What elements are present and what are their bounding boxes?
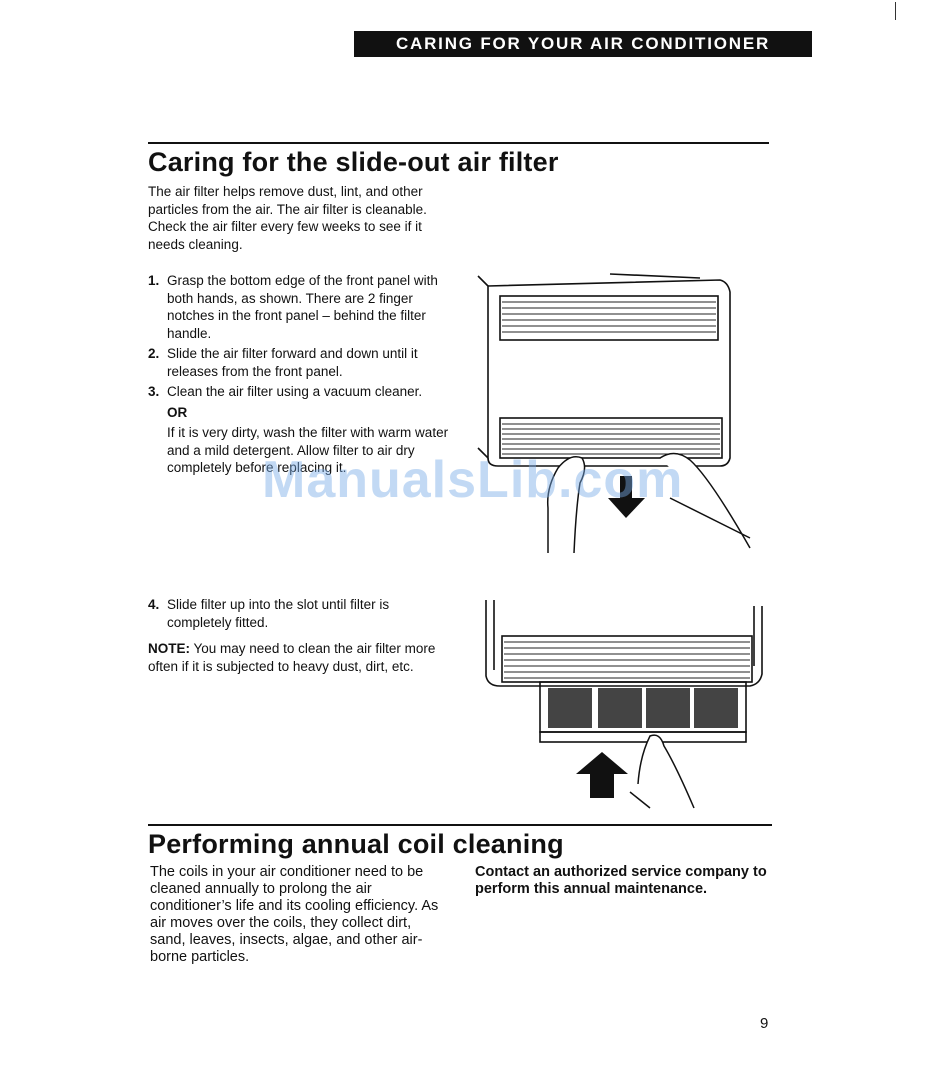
- down-arrow-icon: [608, 498, 645, 518]
- step-or-label: OR: [167, 404, 188, 420]
- filter-handle: [539, 731, 747, 743]
- coil-section-heading: Performing annual coil cleaning: [148, 829, 564, 859]
- step-number: 4.: [148, 597, 160, 612]
- section-rule-top: [148, 142, 769, 144]
- step-alt-text: If it is very dirty, wash the filter wit…: [167, 425, 449, 475]
- coil-body: The coils in your air conditioner need t…: [150, 864, 439, 965]
- step-2: 2. Slide the air filter forward and down…: [148, 345, 458, 380]
- filter-removal-illustration: [477, 273, 751, 554]
- filter-steps-list: 1. Grasp the bottom edge of the front pa…: [148, 272, 458, 480]
- note-text: You may need to clean the air filter mor…: [148, 641, 436, 674]
- watermark: ManualsLib.com: [262, 451, 684, 509]
- step-text: Slide the air filter forward and down un…: [167, 346, 418, 379]
- filter-mesh: [548, 688, 738, 728]
- filter-intro: The air filter helps remove dust, lint, …: [148, 184, 427, 252]
- section-rule-coil: [148, 824, 772, 826]
- filter-note: NOTE: You may need to clean the air filt…: [148, 640, 438, 675]
- top-louver: [499, 295, 719, 341]
- filter-insert-illustration: [485, 600, 763, 809]
- hand: [629, 734, 695, 809]
- step-number: 3.: [148, 384, 160, 399]
- step-number: 2.: [148, 346, 160, 361]
- filter-section-heading: Caring for the slide-out air filter: [148, 147, 559, 177]
- section-header-bar: CARING FOR YOUR AIR CONDITIONER: [354, 31, 812, 57]
- upper-grille: [501, 635, 753, 683]
- left-hand: [546, 456, 586, 554]
- section-header-title: CARING FOR YOUR AIR CONDITIONER: [395, 34, 771, 53]
- step-4: 4. Slide filter up into the slot until f…: [148, 596, 457, 631]
- step-3: 3. Clean the air filter using a vacuum c…: [148, 383, 458, 477]
- up-arrow-icon: [576, 752, 628, 798]
- filter-panel: [499, 417, 723, 459]
- margin-tick: [895, 2, 896, 20]
- step-number: 1.: [148, 273, 160, 288]
- note-label: NOTE:: [148, 641, 190, 656]
- unit-side-edge: [477, 275, 489, 460]
- step-text: Grasp the bottom edge of the front panel…: [167, 273, 438, 341]
- step-text: Slide filter up into the slot until filt…: [167, 597, 390, 630]
- right-hand: [659, 452, 751, 549]
- step-1: 1. Grasp the bottom edge of the front pa…: [148, 272, 458, 342]
- step-text: Clean the air filter using a vacuum clea…: [167, 384, 423, 399]
- page-number: 9: [760, 1015, 769, 1032]
- coil-callout: Contact an authorized service company to…: [475, 864, 767, 897]
